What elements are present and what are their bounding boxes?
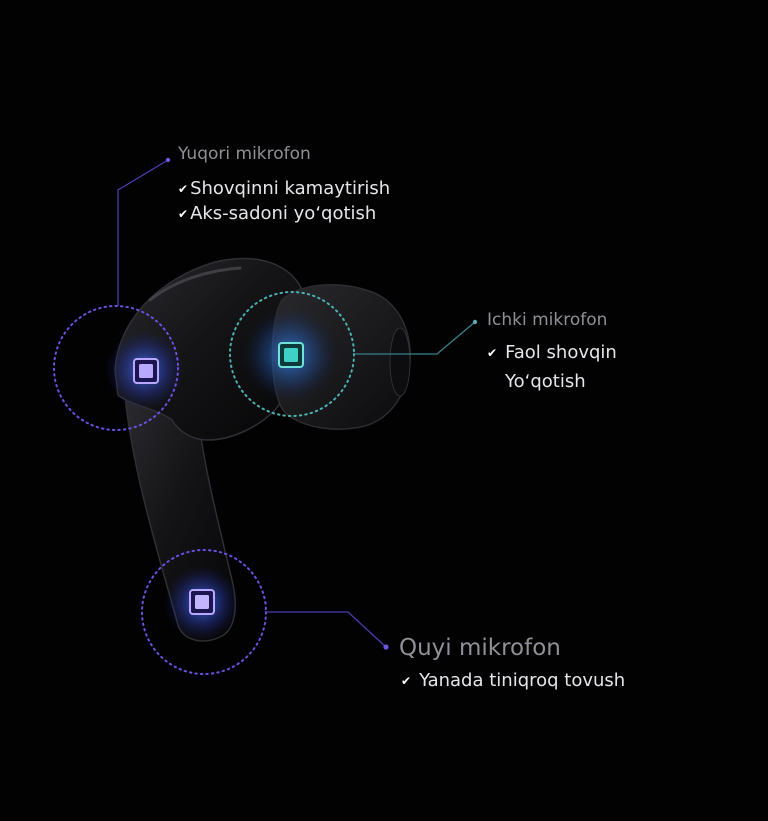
check-icon: ✔ (178, 181, 189, 196)
inner-mic-chip-icon (278, 342, 304, 368)
inner-mic-feature-2: Yoʻqotish (505, 371, 586, 392)
ear-tip-nozzle (389, 327, 411, 397)
top-mic-title: Yuqori mikrofon (178, 144, 311, 164)
inner-mic-feature-1: ✔ Faol shovqin (487, 342, 617, 363)
inner-mic-leader-line (354, 321, 476, 355)
bottom-mic-feature-1: ✔ Yanada tiniqroq tovush (401, 670, 625, 691)
top-mic-chip-icon (133, 358, 159, 384)
inner-mic-leader-dot (472, 319, 478, 325)
check-icon: ✔ (178, 206, 189, 221)
bottom-mic-title: Quyi mikrofon (399, 635, 561, 661)
top-mic-feature-1-text: Shovqinni kamaytirish (190, 178, 391, 199)
top-mic-leader-dot (165, 157, 171, 163)
top-mic-leader-line (117, 159, 169, 306)
inner-mic-feature-1-text: Faol shovqin (505, 342, 617, 363)
inner-mic-feature-2-text: Yoʻqotish (505, 371, 586, 392)
bottom-mic-chip-icon (189, 589, 215, 615)
earbud-highlight (148, 266, 242, 302)
top-mic-feature-2: ✔ Aks-sadoni yoʻqotish (178, 203, 376, 224)
bottom-mic-feature-1-text: Yanada tiniqroq tovush (419, 670, 626, 691)
check-icon: ✔ (487, 345, 498, 360)
top-mic-feature-1: ✔ Shovqinni kamaytirish (178, 178, 390, 199)
bottom-mic-leader-line (266, 611, 387, 648)
check-icon: ✔ (401, 673, 412, 688)
top-mic-ring (53, 305, 179, 431)
bottom-mic-leader-dot (383, 644, 389, 650)
top-mic-feature-2-text: Aks-sadoni yoʻqotish (190, 203, 377, 224)
inner-mic-title: Ichki mikrofon (487, 310, 608, 330)
